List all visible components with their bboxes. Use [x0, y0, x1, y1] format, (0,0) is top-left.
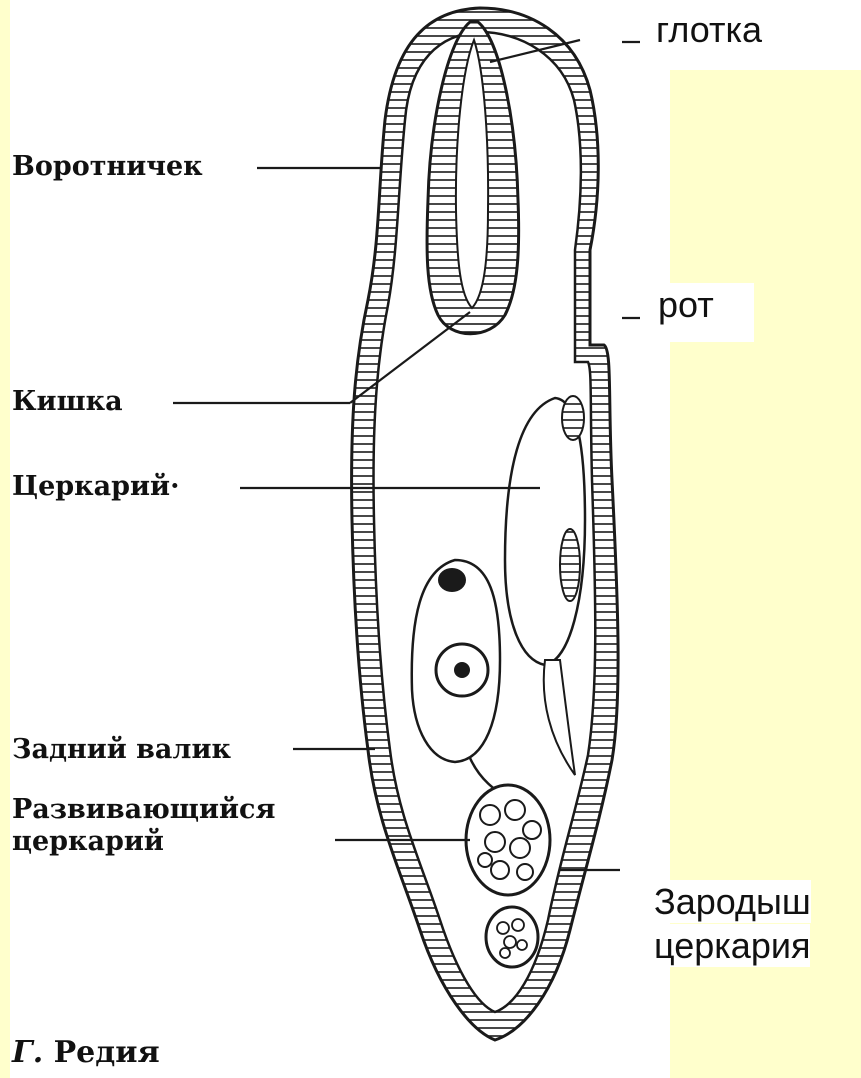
figure-caption: Г. Редия [12, 1035, 160, 1070]
cercaria-sucker-top [562, 396, 584, 440]
label-developing-cercaria-line2: церкарий [12, 828, 164, 855]
caption-text: Редия [54, 1035, 160, 1070]
label-pharynx: глотка [646, 8, 792, 61]
label-gut: Кишка [12, 388, 123, 415]
label-cercaria: Церкарий· [12, 473, 179, 500]
label-embryo-line2: церкария [646, 924, 810, 967]
label-posterior-ridge: Задний валик [12, 736, 231, 763]
oral-sucker-lower [438, 568, 466, 592]
label-collar: Воротничек [12, 153, 203, 180]
cercaria-sucker-mid [560, 529, 580, 601]
label-developing-cercaria-line1: Развивающийся [12, 796, 275, 823]
developing-cercaria [466, 785, 550, 895]
label-embryo-line1: Зародыш [646, 880, 811, 923]
label-mouth: рот [646, 283, 754, 342]
caption-letter: Г. [12, 1035, 43, 1070]
